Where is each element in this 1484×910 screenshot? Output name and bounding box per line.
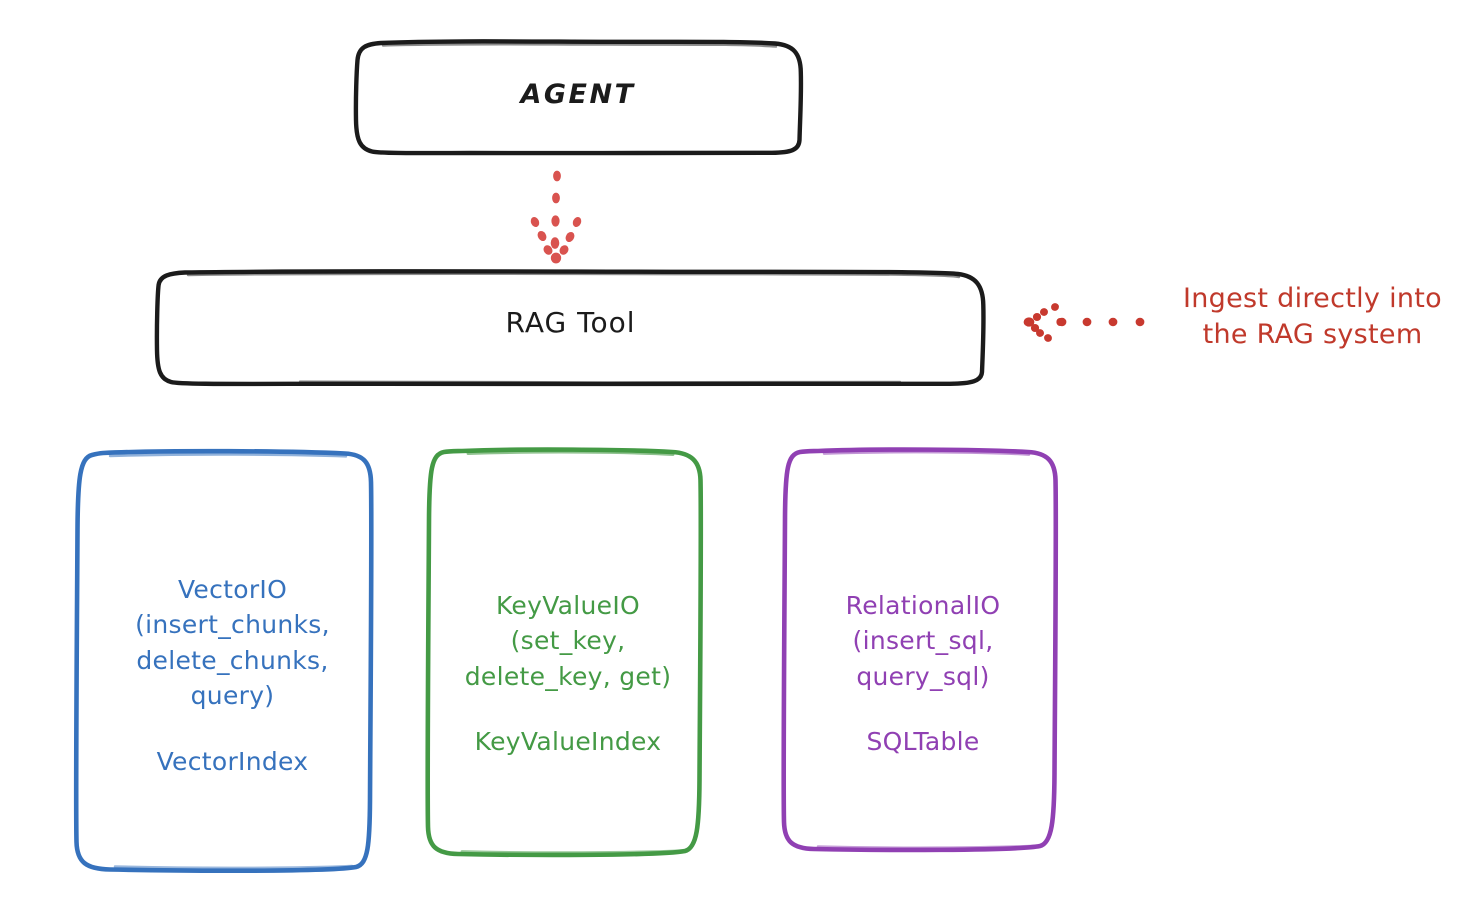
key-value-io-node[interactable] (425, 447, 704, 858)
relational-io-box-outline-sketch2 (816, 844, 1040, 849)
arrow-left-icon (1023, 303, 1145, 342)
rag-tool-box-outline-sketch (186, 272, 961, 279)
vector-io-box-outline (73, 448, 374, 874)
arrow-down-icon (530, 170, 582, 264)
rag-tool-box-outline-sketch2 (298, 380, 902, 384)
vector-io-node[interactable] (73, 448, 374, 874)
vector-io-box-outline-sketch2 (113, 864, 354, 870)
relational-io-box-outline (781, 447, 1059, 853)
vector-io-box-outline-sketch (108, 453, 348, 458)
agent-box-outline-sketch (381, 43, 778, 48)
agent-box-outline (353, 39, 804, 156)
key-value-io-box-outline-sketch (466, 450, 675, 456)
key-value-io-box-outline (425, 447, 704, 858)
rag-tool-box-outline (154, 269, 986, 387)
rag-tool-node[interactable] (154, 269, 986, 387)
key-value-io-box-outline-sketch2 (460, 849, 684, 855)
agent-node[interactable] (353, 39, 804, 156)
relational-io-box-outline-sketch (822, 450, 1031, 456)
relational-io-node[interactable] (781, 447, 1059, 853)
